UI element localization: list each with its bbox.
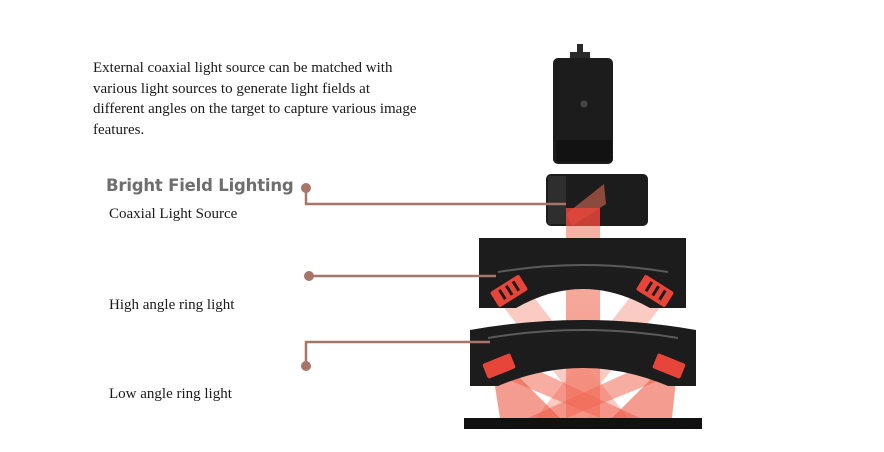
- high-ring-leader-dot: [304, 271, 314, 281]
- description-text: External coaxial light source can be mat…: [93, 60, 417, 138]
- low-angle-ring-light-label: Low angle ring light: [109, 386, 232, 402]
- leader-lines: [304, 188, 566, 366]
- low-ring-leader-dot: [301, 361, 311, 371]
- coaxial-light-label: Coaxial Light Source: [109, 206, 238, 222]
- coaxial-light-icon: [546, 174, 648, 226]
- coaxial-leader-dot: [301, 183, 311, 193]
- high-angle-ring-light-label: High angle ring light: [109, 297, 235, 313]
- section-heading: Bright Field Lighting: [106, 176, 294, 195]
- camera-icon: [553, 44, 613, 164]
- high-ring-light-icon: [479, 238, 686, 308]
- target-plate: [464, 418, 702, 429]
- low-ring-light-icon: [470, 320, 696, 386]
